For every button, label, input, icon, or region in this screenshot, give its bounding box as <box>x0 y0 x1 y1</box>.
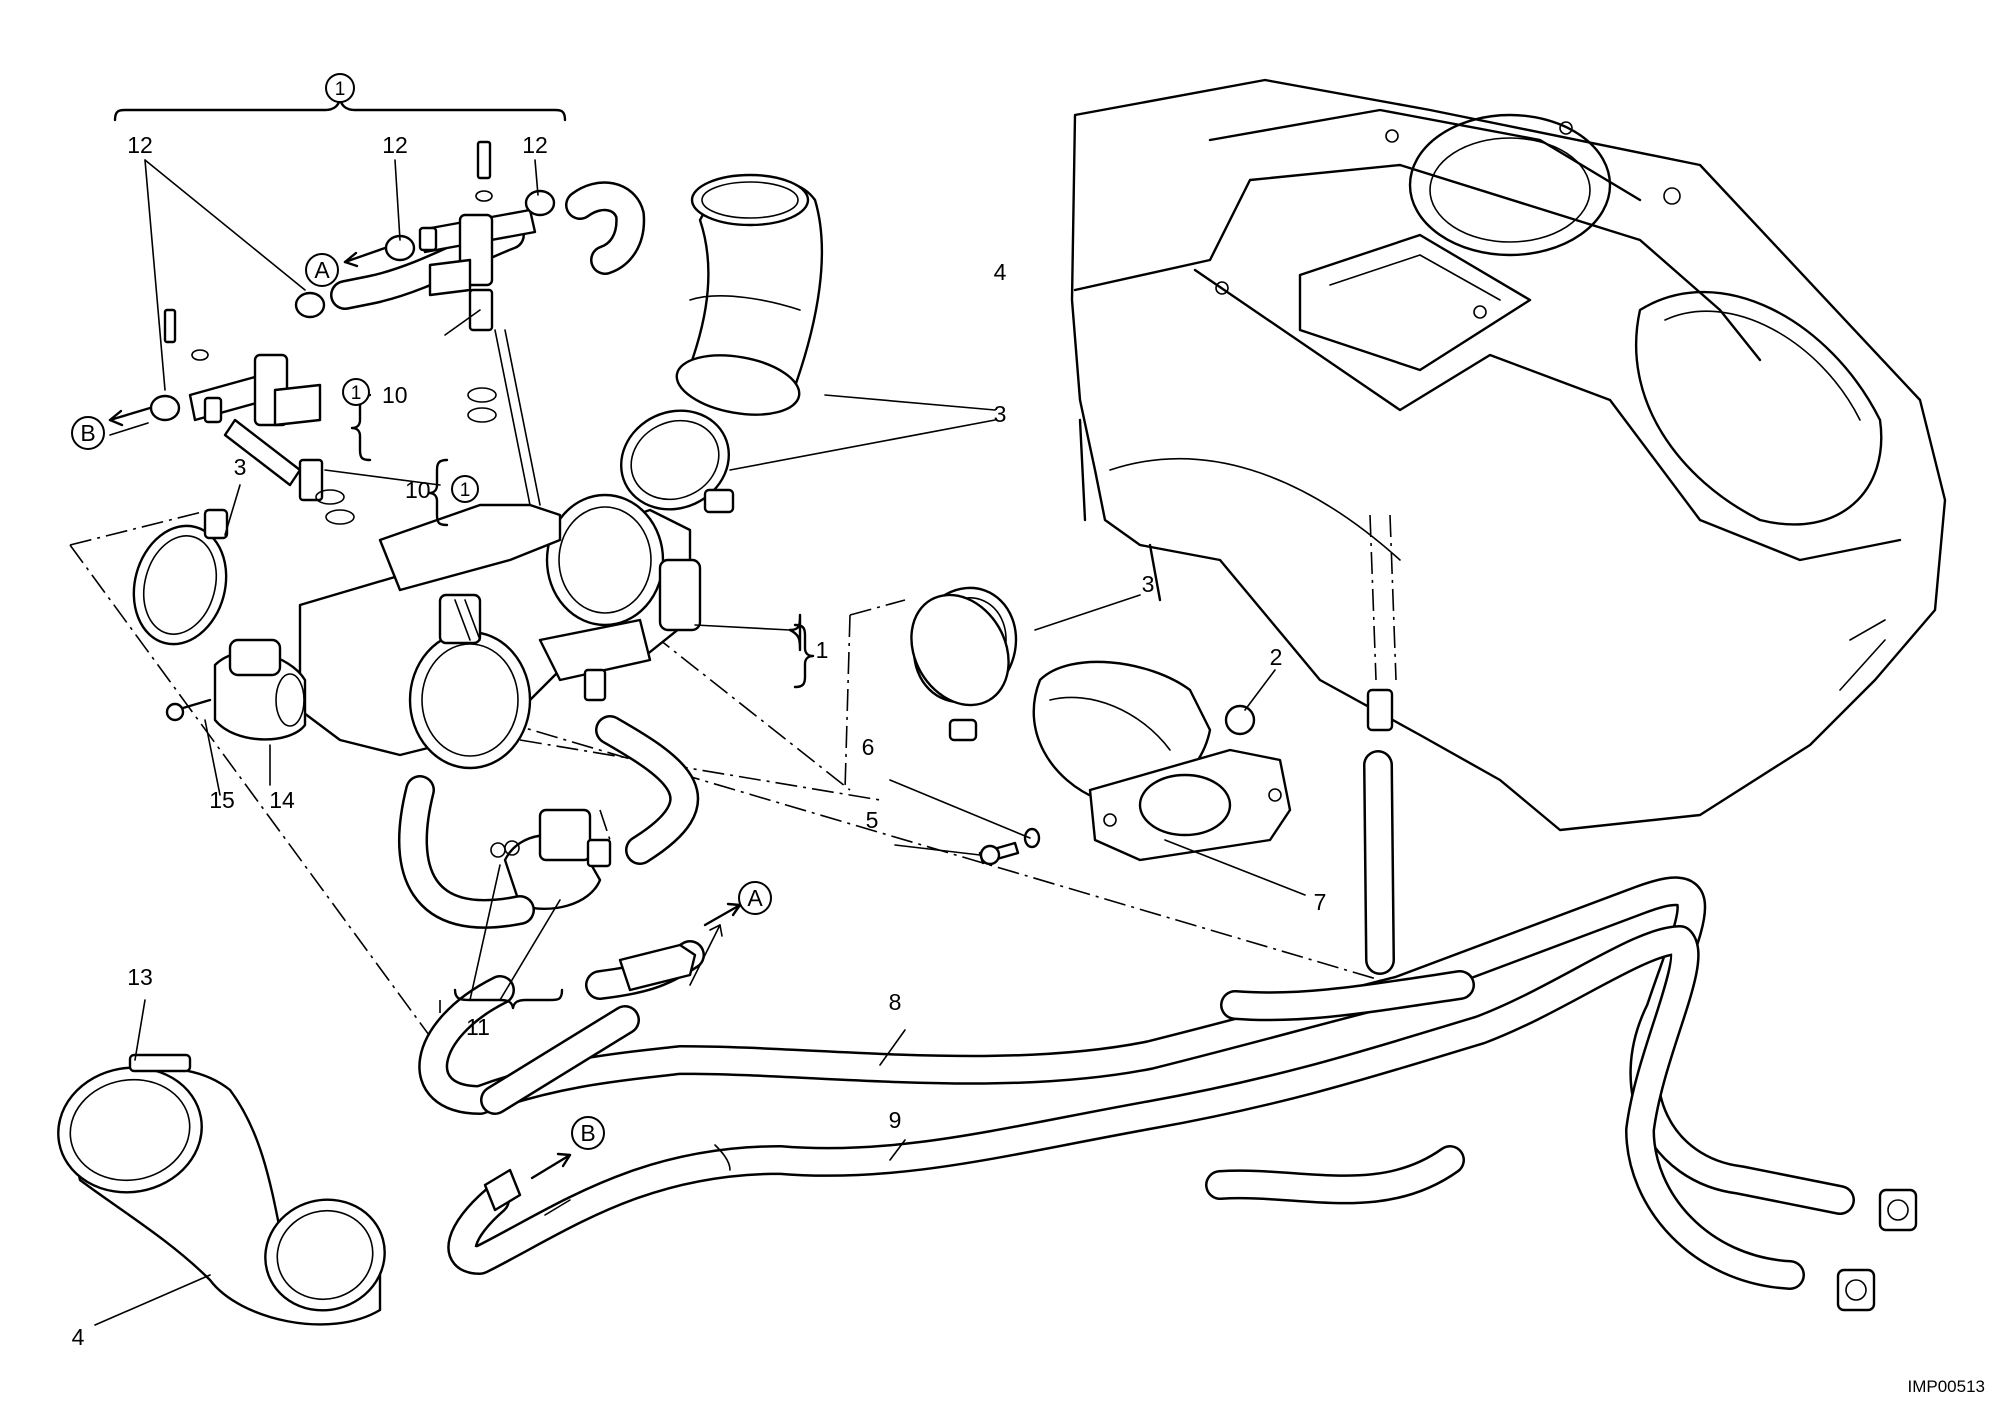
callout-2: 2 <box>1270 644 1283 670</box>
drawing-code: IMP00513 <box>1908 1377 1986 1396</box>
callout-10-lower-ref: 1 <box>460 480 471 501</box>
intake-elbow-upper <box>675 173 824 416</box>
airbox <box>1070 78 1947 832</box>
callout-13: 13 <box>127 964 153 990</box>
throttle-position-sensor <box>213 638 307 741</box>
callout-6: 6 <box>862 734 875 760</box>
screw-5-washer-6 <box>978 827 1041 866</box>
callout-8: 8 <box>889 989 902 1015</box>
callout-3-upper: 3 <box>994 401 1007 427</box>
connector-markers: A B A B <box>71 253 772 1150</box>
callout-12-right: 12 <box>522 132 548 158</box>
callout-5: 5 <box>866 807 879 833</box>
callout-11: 11 <box>466 1014 490 1040</box>
callout-10-upper-ref: 1 <box>351 383 362 404</box>
callout-9: 9 <box>889 1107 902 1133</box>
connector-b-right: B <box>580 1120 595 1146</box>
hose-clamp-upper <box>619 409 735 514</box>
hose-9 <box>447 925 1805 1290</box>
hose-clamp-left <box>132 508 229 646</box>
connector-arrows <box>108 246 742 1180</box>
screw-15 <box>165 698 212 722</box>
callout-14: 14 <box>269 787 295 813</box>
callout-1-body: 1 <box>816 637 829 663</box>
hose-clamp-right <box>910 593 1010 707</box>
callout-15: 15 <box>209 787 235 813</box>
connector-a-right: A <box>747 885 763 911</box>
intake-elbow-lower <box>57 1053 386 1326</box>
callout-1-group: 1 <box>335 79 346 100</box>
callout-4-upper: 4 <box>994 259 1007 285</box>
connector-b-left: B <box>80 420 95 446</box>
reference-lines <box>69 509 1381 1051</box>
callout-12-left: 12 <box>127 132 153 158</box>
idle-air-valve <box>398 715 700 929</box>
injector-fasteners <box>163 140 541 525</box>
hose-clips-12 <box>149 189 556 422</box>
callout-12-mid: 12 <box>382 132 408 158</box>
hose-fittings <box>483 943 1918 1312</box>
airbox-drain-hose <box>1363 514 1397 975</box>
injector-rail-group <box>188 181 646 502</box>
callout-3-right: 3 <box>1142 571 1155 597</box>
callout-10-lower: 10 <box>405 477 431 503</box>
callout-4-lower: 4 <box>72 1324 85 1350</box>
callout-7: 7 <box>1314 889 1327 915</box>
throttle-body <box>298 493 702 770</box>
callout-3-left: 3 <box>234 454 247 480</box>
connector-a-left: A <box>314 257 330 283</box>
callout-10-upper: 10 <box>382 382 408 408</box>
callout-labels: 1 12 12 12 1 10 10 1 3 3 3 4 1 2 6 5 7 8… <box>72 73 1327 1350</box>
